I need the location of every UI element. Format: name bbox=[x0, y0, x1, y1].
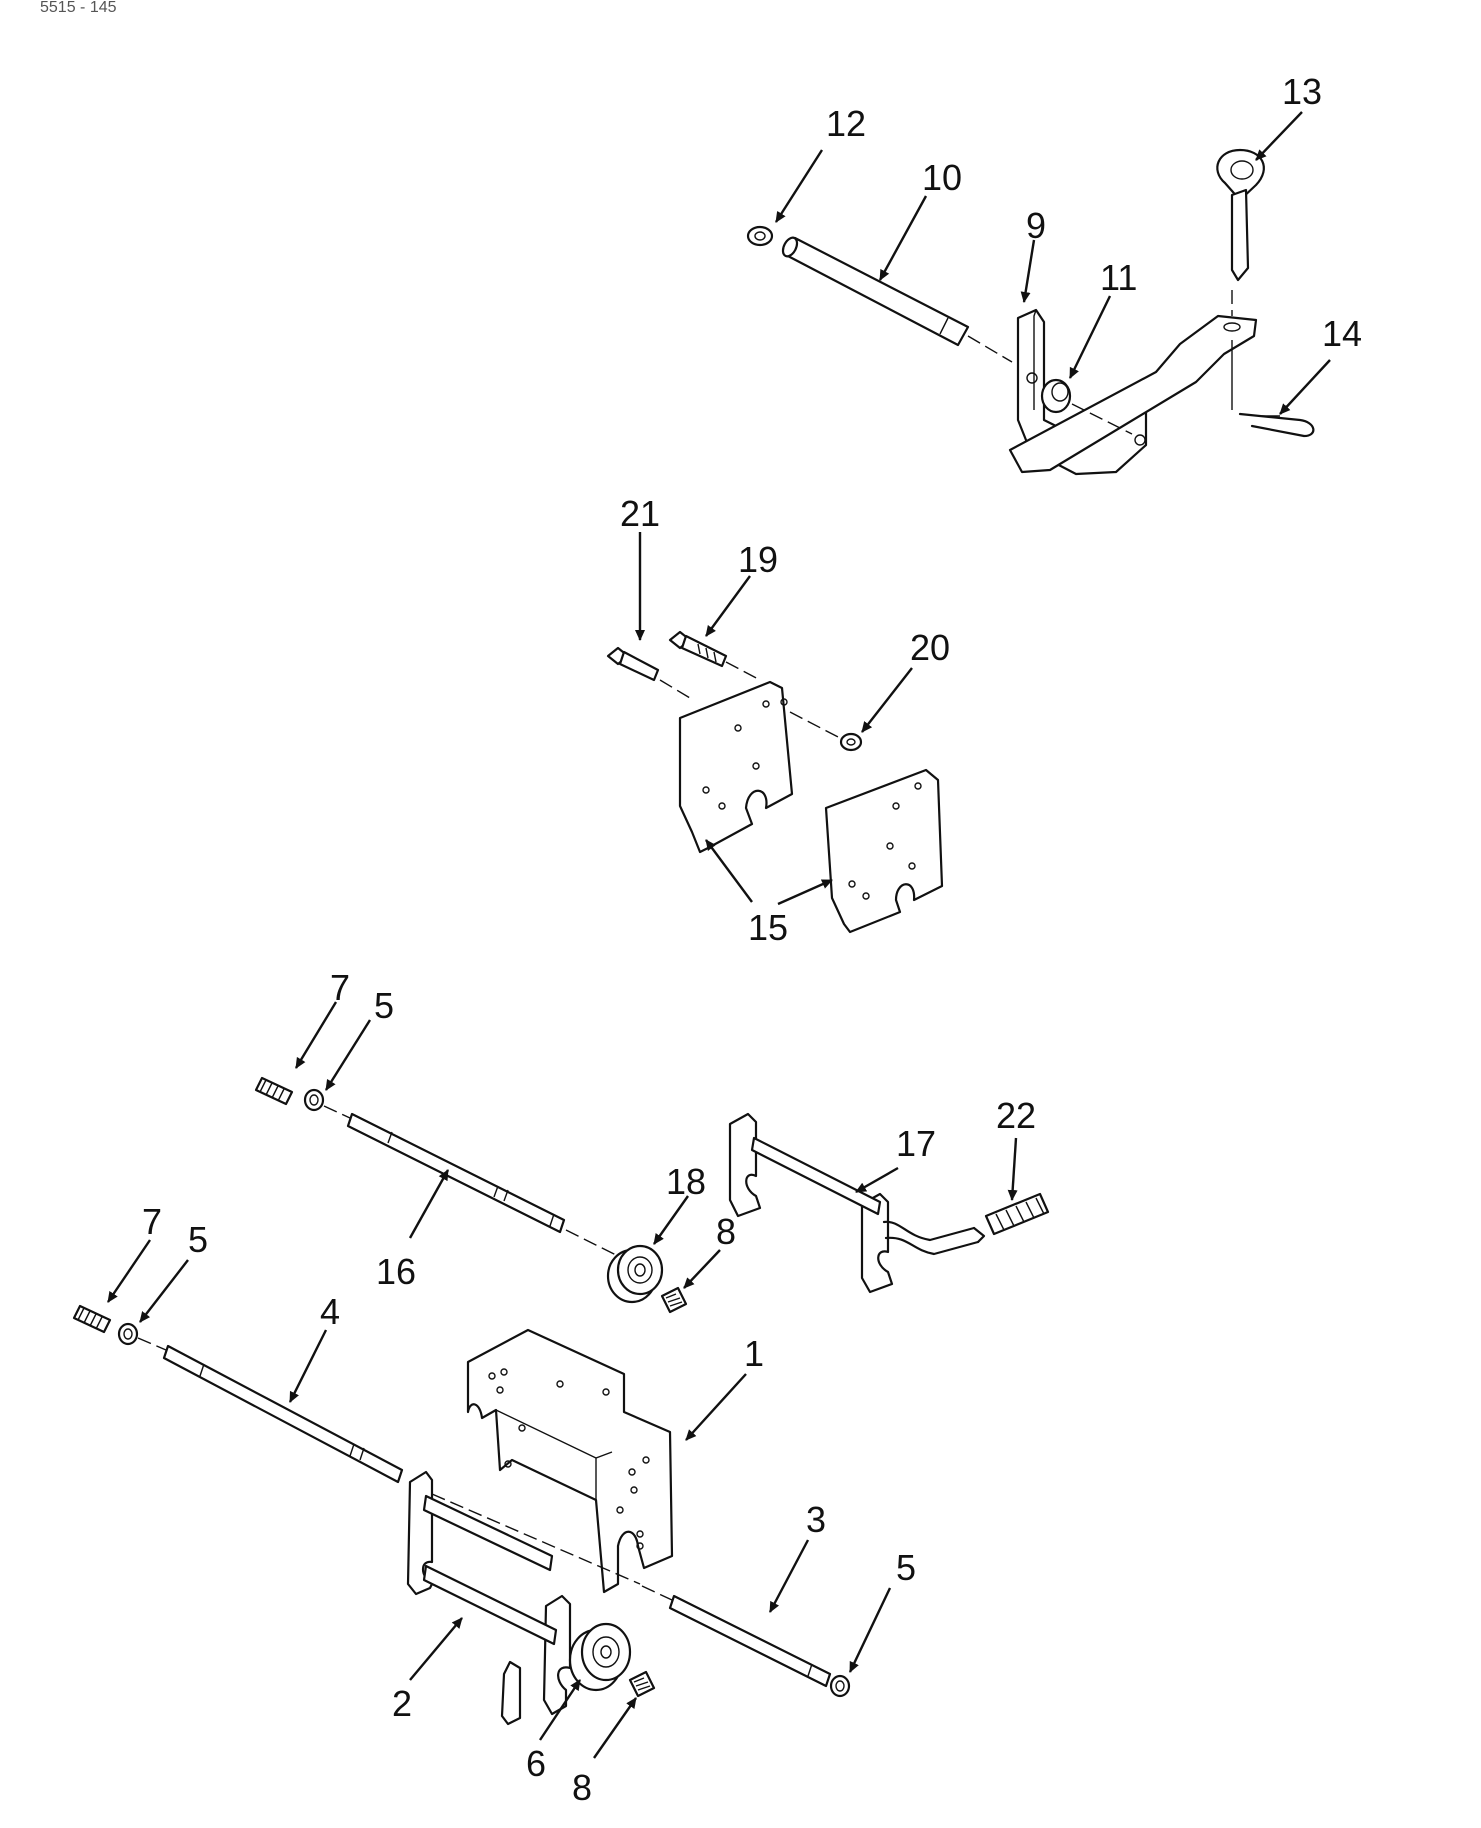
callout-labels: 12 10 9 11 13 14 21 19 20 15 7 5 16 18 8… bbox=[142, 71, 1362, 1808]
leader-19 bbox=[705, 575, 751, 637]
leader-8a bbox=[683, 1249, 721, 1289]
callout-6: 6 bbox=[526, 1743, 546, 1784]
part-3-shaft bbox=[668, 1594, 832, 1688]
part-10-pin bbox=[781, 236, 970, 347]
callout-17: 17 bbox=[896, 1123, 936, 1164]
callout-5-upper: 5 bbox=[374, 985, 394, 1026]
leader-2 bbox=[409, 1617, 463, 1681]
part-15-plate-lower bbox=[824, 768, 944, 934]
part-4-shaft bbox=[162, 1344, 404, 1484]
callout-19: 19 bbox=[738, 539, 778, 580]
part-6-pulley bbox=[568, 1622, 632, 1692]
part-13-hitch-pin bbox=[1216, 148, 1265, 282]
callout-7-lower: 7 bbox=[142, 1201, 162, 1242]
callout-5-lower-right: 5 bbox=[896, 1547, 916, 1588]
callout-12: 12 bbox=[826, 103, 866, 144]
leader-17 bbox=[855, 1166, 899, 1194]
callout-18: 18 bbox=[666, 1161, 706, 1202]
leader-3 bbox=[768, 1539, 810, 1613]
leader-15b bbox=[777, 878, 833, 906]
part-14-hair-pin-clip bbox=[1238, 412, 1315, 438]
callout-8-upper: 8 bbox=[716, 1211, 736, 1252]
axis-line-bushing bbox=[1071, 403, 1133, 435]
part-20-nut bbox=[839, 732, 863, 752]
axis-line-shaft-4 bbox=[137, 1337, 167, 1351]
callout-3: 3 bbox=[806, 1499, 826, 1540]
callout-13: 13 bbox=[1282, 71, 1322, 112]
leader-arrows bbox=[107, 111, 1331, 1759]
callout-8-lower: 8 bbox=[572, 1767, 592, 1808]
part-16-shaft bbox=[346, 1112, 566, 1234]
callout-9: 9 bbox=[1026, 205, 1046, 246]
leader-6 bbox=[539, 1679, 581, 1741]
part-21-bolt bbox=[606, 646, 660, 682]
callout-5-lower-left: 5 bbox=[188, 1219, 208, 1260]
part-5-washer-upper bbox=[303, 1088, 325, 1112]
axis-line-shaft-16 bbox=[323, 1105, 351, 1119]
axis-line-bracket-2 bbox=[431, 1493, 641, 1585]
leader-10 bbox=[878, 195, 928, 281]
part-7-spring-lower bbox=[72, 1304, 112, 1334]
callout-14: 14 bbox=[1322, 313, 1362, 354]
leader-20 bbox=[861, 667, 913, 733]
callout-15: 15 bbox=[748, 907, 788, 948]
leader-5a bbox=[324, 1019, 372, 1091]
leader-1 bbox=[685, 1373, 747, 1441]
part-15-plate-upper bbox=[678, 680, 794, 854]
callout-16: 16 bbox=[376, 1251, 416, 1292]
callout-21: 21 bbox=[620, 493, 660, 534]
part-8-knob-lower bbox=[628, 1670, 656, 1698]
leader-18 bbox=[653, 1195, 689, 1245]
leader-11 bbox=[1068, 295, 1112, 379]
callout-22: 22 bbox=[996, 1095, 1036, 1136]
axis-line-nut-20 bbox=[789, 711, 841, 739]
axis-line-pin bbox=[967, 335, 1013, 363]
part-7-spring-upper bbox=[254, 1076, 294, 1106]
part-11-bushing bbox=[1040, 378, 1072, 414]
part-drawbar-arm bbox=[1008, 314, 1258, 474]
leader-5c bbox=[848, 1587, 892, 1673]
callout-2: 2 bbox=[392, 1683, 412, 1724]
part-22-handle-grip bbox=[984, 1192, 1050, 1236]
part-5-washer-lower-right bbox=[829, 1674, 851, 1698]
leader-5b bbox=[139, 1259, 189, 1323]
leader-16 bbox=[408, 1169, 450, 1239]
figure-code: 5515 - 145 bbox=[40, 0, 117, 16]
axis-line-bolt-19 bbox=[725, 661, 761, 681]
callout-20: 20 bbox=[910, 627, 950, 668]
axis-line-bolt-21 bbox=[659, 679, 691, 699]
part-2-lever-bracket bbox=[406, 1470, 572, 1726]
leader-8b bbox=[593, 1697, 637, 1759]
part-19-bolt bbox=[668, 630, 728, 668]
callout-11: 11 bbox=[1100, 257, 1137, 298]
callout-10: 10 bbox=[922, 157, 962, 198]
part-17-lever-bracket bbox=[728, 1112, 986, 1294]
leader-15a bbox=[705, 839, 753, 903]
part-8-knob-upper bbox=[660, 1286, 688, 1314]
leader-7a bbox=[294, 1001, 338, 1069]
axis-line-shaft-3 bbox=[641, 1585, 673, 1601]
part-12-nut bbox=[746, 225, 774, 247]
leader-12 bbox=[774, 149, 824, 223]
leader-4 bbox=[288, 1329, 328, 1403]
part-1-mounting-bracket bbox=[466, 1328, 674, 1594]
part-5-washer-lower-left bbox=[117, 1322, 139, 1346]
callout-7-upper: 7 bbox=[330, 967, 350, 1008]
callout-1: 1 bbox=[744, 1333, 764, 1374]
axis-line-pulley-18 bbox=[565, 1229, 619, 1257]
leader-14 bbox=[1279, 359, 1331, 415]
leader-7b bbox=[107, 1239, 151, 1303]
leader-13 bbox=[1255, 111, 1303, 161]
part-18-pulley bbox=[606, 1244, 664, 1304]
leader-9 bbox=[1020, 239, 1036, 303]
callout-4: 4 bbox=[320, 1291, 340, 1332]
leader-22 bbox=[1007, 1137, 1018, 1201]
